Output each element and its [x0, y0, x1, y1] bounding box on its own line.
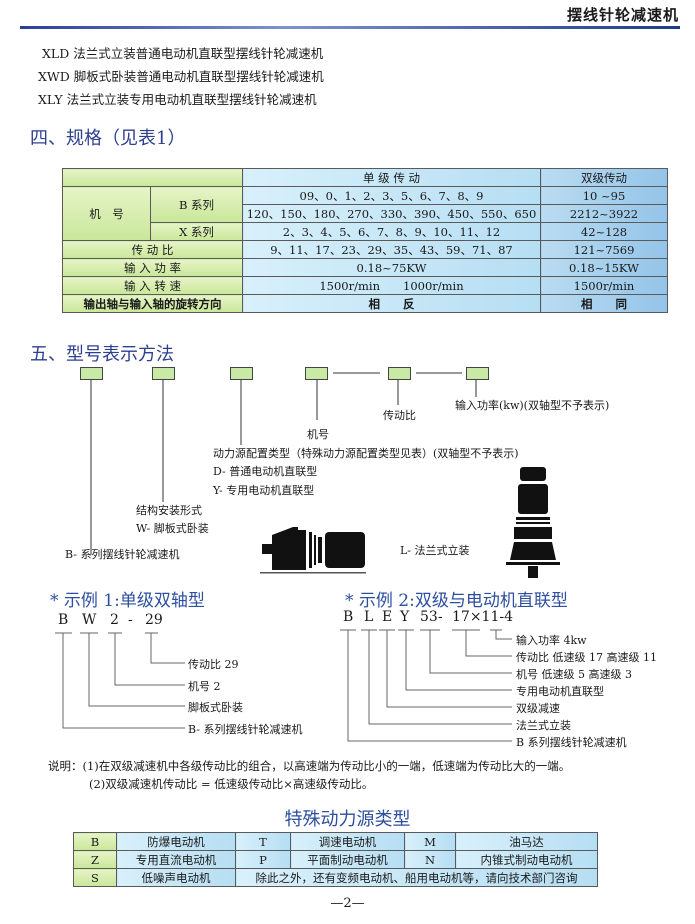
code-cell: P [235, 850, 291, 869]
code-cell: N [404, 850, 456, 869]
speed-b: 1000r/min [403, 278, 464, 293]
label-l-type: L- 法兰式立装 [400, 544, 470, 557]
row-header: 输 入 转 速 [62, 276, 243, 295]
label-machine-no: 机号 [307, 428, 329, 441]
note-1: 说明：(1)在双级减速机中各级传动比的组合，以高速端为传动比小的一端，低速端为传… [48, 759, 571, 773]
cell: 10 ~95 [540, 186, 668, 205]
cell: 42~128 [540, 222, 668, 241]
example2-label: 专用电动机直联型 [516, 685, 604, 698]
example2-label: 法兰式立装 [516, 719, 571, 732]
example1-code-b: B [58, 612, 69, 628]
example2-label: 双级减速 [516, 702, 560, 715]
label-input-power: 输入功率(kw)(双轴型不予表示) [455, 399, 610, 412]
model-box-power [466, 367, 489, 380]
row-header: 输 入 功 率 [62, 258, 243, 277]
header-divider [20, 26, 680, 29]
cell: 09、0、1、2、3、5、6、7、8、9 [242, 186, 541, 205]
example2-label: B 系列摆线针轮减速机 [516, 736, 627, 749]
example1-code-dash: - [128, 612, 133, 628]
code-cell: S [73, 868, 117, 887]
intro-line: XLY 法兰式立装专用电动机直联型摆线针轮减速机 [38, 92, 317, 107]
name-cell: 调速电动机 [290, 832, 405, 851]
label-w-type: W- 脚板式卧装 [136, 522, 209, 535]
name-cell: 专用直流电动机 [116, 850, 236, 869]
example1-code-w: W [82, 612, 97, 628]
example1-label: 机号 2 [188, 680, 221, 693]
label-y-type: Y- 专用电动机直联型 [213, 484, 315, 497]
example2-code: Y [400, 609, 410, 625]
name-cell: 防爆电动机 [116, 832, 236, 851]
section-title-model: 五、型号表示方法 [30, 344, 174, 365]
page-number: —2— [330, 896, 365, 911]
cell: 9、11、17、23、29、35、43、59、71、87 [242, 240, 541, 259]
note-2: (2)双级减速机传动比 = 低速级传动比×高速级传动比。 [89, 777, 374, 791]
code-cell: M [404, 832, 456, 851]
example2-label: 传动比 低速级 17 高速级 11 [516, 651, 657, 664]
speed-a: 1500r/min [319, 278, 380, 293]
intro-line: XWD 脚板式卧装普通电动机直联型摆线针轮减速机 [38, 69, 324, 84]
label-mount: 结构安装形式 [136, 504, 202, 517]
cell: 2212~3922 [540, 204, 668, 223]
section-title-spec: 四、规格（见表1） [30, 128, 186, 149]
example1-label: 传动比 29 [188, 658, 239, 671]
example1-code-29: 29 [145, 612, 163, 628]
example1-label: B- 系列摆线针轮减速机 [188, 723, 303, 736]
model-box-series [80, 367, 103, 380]
row-header: 机 号 [62, 186, 151, 241]
special-title: 特殊动力源类型 [284, 809, 411, 830]
code-cell: Z [73, 850, 117, 869]
cell: 相 反 [242, 294, 541, 313]
label-power-type: 动力源配置类型（特殊动力源配置类型见表）(双轴型不予表示) [213, 447, 519, 460]
example2-code: 17×11-4 [452, 609, 513, 625]
row-header: X 系列 [150, 222, 243, 241]
label-b-series: B- 系列摆线针轮减速机 [65, 548, 180, 561]
cell: 1500r/min 1000r/min [242, 276, 541, 295]
note-cell: 除此之外，还有变频电动机、船用电动机等，请向技术部门咨询 [235, 868, 598, 887]
model-box-mount [152, 367, 175, 380]
name-cell: 油马达 [455, 832, 598, 851]
example1-title: * 示例 1:单级双轴型 [50, 591, 205, 611]
example1-code-2: 2 [110, 612, 119, 628]
label-d-type: D- 普通电动机直联型 [213, 465, 318, 478]
header-title: 摆线针轮减速机 [566, 6, 679, 24]
cell: 120、150、180、270、330、390、450、550、650 [242, 204, 541, 223]
horizontal-reducer-image [260, 527, 366, 574]
cell: 0.18~75KW [242, 258, 541, 277]
cell: 121~7569 [540, 240, 668, 259]
model-box-power-type [230, 367, 253, 380]
example2-code: B [343, 609, 354, 625]
row-header: 输出轴与输入轴的旋转方向 [62, 294, 243, 313]
cell: 1500r/min [540, 276, 668, 295]
example2-code: E [382, 609, 393, 625]
example2-title: * 示例 2:双级与电动机直联型 [345, 591, 568, 611]
intro-line: XLD 法兰式立装普通电动机直联型摆线针轮减速机 [42, 46, 324, 61]
example2-label: 输入功率 4kw [516, 634, 587, 647]
col-header: 双级传动 [540, 168, 668, 187]
example2-code: L [364, 609, 374, 625]
cell: 相 同 [540, 294, 668, 313]
name-cell: 内锥式制动电动机 [455, 850, 598, 869]
model-box-machine-no [305, 367, 328, 380]
name-cell: 低噪声电动机 [116, 868, 236, 887]
name-cell: 平面制动电动机 [290, 850, 405, 869]
example2-label: 机号 低速级 5 高速级 3 [516, 668, 632, 681]
code-cell: T [235, 832, 291, 851]
model-box-ratio [388, 367, 411, 380]
example1-label: 脚板式卧装 [188, 701, 243, 714]
cell: 2、3、4、5、6、7、8、9、10、11、12 [242, 222, 541, 241]
label-ratio: 传动比 [383, 409, 416, 422]
col-header: 单 级 传 动 [242, 168, 541, 187]
code-cell: B [73, 832, 117, 851]
example2-code: 53- [420, 609, 443, 625]
vertical-reducer-image [506, 467, 560, 578]
